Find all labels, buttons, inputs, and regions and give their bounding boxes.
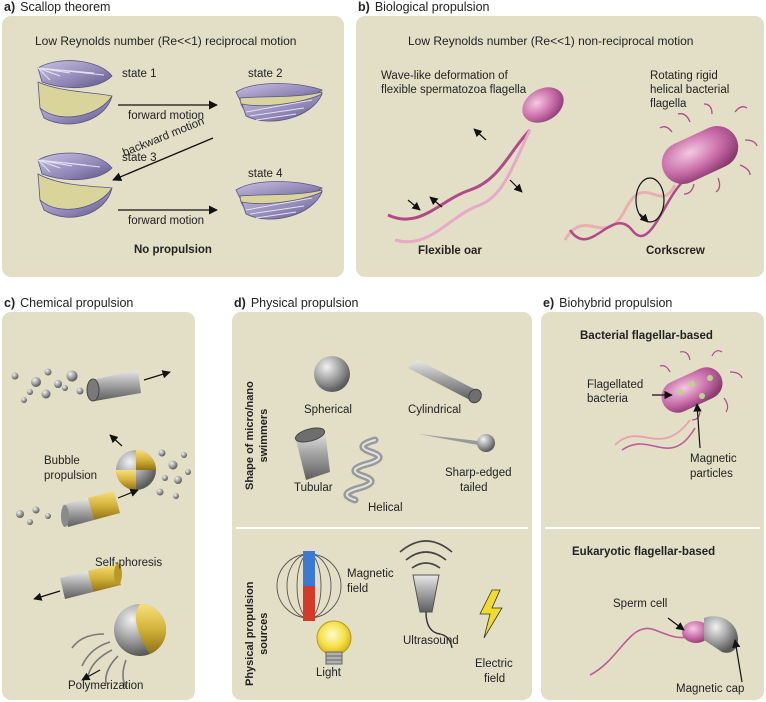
label-polymerization: Polymerization xyxy=(68,680,144,692)
label-electric-line-1: Electric xyxy=(475,658,513,670)
label-state-4: state 4 xyxy=(248,168,283,180)
cylindrical-swimmer xyxy=(408,360,482,404)
shell-state-2 xyxy=(235,83,323,122)
label-flagellated-line-1: Flagellated xyxy=(587,379,644,391)
spherical-swimmer xyxy=(314,356,350,392)
label-bubble-line-2: propulsion xyxy=(44,470,98,482)
gold-rod-motor xyxy=(61,491,120,527)
panel-b-letter: b) xyxy=(358,0,370,14)
panel-d-background xyxy=(232,312,532,700)
panel-c-header: c) Chemical propulsion xyxy=(4,296,133,310)
axis-sources-line-1: Physical propulsion xyxy=(244,581,256,686)
axis-shape-label: Shape of micro/nano swimmers xyxy=(244,381,272,490)
label-magnetic-particles-line-2: particles xyxy=(690,468,733,480)
label-rotating-line-1: Rotating rigid xyxy=(650,70,718,82)
panel-a-background xyxy=(2,16,344,277)
label-state-3: state 3 xyxy=(122,152,157,164)
arrow-backward xyxy=(112,137,214,182)
panel-d-title: Physical propulsion xyxy=(250,296,359,310)
label-magnetic-particles-line-1: Magnetic xyxy=(690,453,737,465)
label-state-1: state 1 xyxy=(122,68,157,80)
shell-state-3 xyxy=(37,152,113,218)
janus-sphere xyxy=(116,450,156,490)
magnet-field-source xyxy=(276,551,342,621)
tubular-microengine xyxy=(86,370,141,402)
label-state-2: state 2 xyxy=(248,68,283,80)
bacterium-with-particles xyxy=(614,350,743,451)
bubbles-lower xyxy=(16,506,51,525)
axis-sources-line-2: sources xyxy=(257,612,270,655)
bubbles-middle xyxy=(156,449,191,499)
panel-e-letter: e) xyxy=(543,296,555,310)
axis-shape-line-2: swimmers xyxy=(257,408,270,463)
axis-shape-line-1: Shape of micro/nano xyxy=(244,381,256,490)
panel-e-title: Biohybrid propulsion xyxy=(559,296,673,310)
panel-d-letter: d) xyxy=(234,296,246,310)
shell-state-1 xyxy=(37,60,113,125)
label-tubular: Tubular xyxy=(294,482,333,494)
lightning-bolt-icon xyxy=(479,589,503,639)
sharp-edged-swimmer xyxy=(418,434,495,452)
spermatozoa-illustration xyxy=(387,87,564,244)
panel-a-subtitle: Low Reynolds number (Re<<1) reciprocal m… xyxy=(35,34,297,48)
label-forward-motion-1: forward motion xyxy=(128,110,205,122)
label-no-propulsion: No propulsion xyxy=(134,244,212,256)
label-rotating-line-3: flagella xyxy=(650,98,687,110)
label-magnetic-cap: Magnetic cap xyxy=(676,683,745,695)
panel-b-header: b) Biological propulsion xyxy=(358,0,489,14)
label-cylindrical: Cylindrical xyxy=(408,404,462,416)
label-light: Light xyxy=(316,667,341,679)
label-forward-motion-2: forward motion xyxy=(128,215,205,227)
label-sharp-edged-line-1: Sharp-edged xyxy=(445,467,512,479)
shell-state-4 xyxy=(235,181,323,220)
label-bacterial-flagellar-based: Bacterial flagellar-based xyxy=(580,330,713,342)
label-rotating-line-2: helical bacterial xyxy=(650,84,730,96)
label-wave-line-2: flexible spermatozoa flagella xyxy=(381,84,527,96)
label-magnetic-line-2: field xyxy=(347,583,369,595)
label-bubble-line-1: Bubble xyxy=(44,455,80,467)
label-sharp-edged-line-2: tailed xyxy=(460,482,488,494)
label-sperm-cell: Sperm cell xyxy=(613,598,668,610)
bacterium-helical-illustration xyxy=(563,103,758,241)
panel-b-title: Biological propulsion xyxy=(374,0,490,14)
label-helical: Helical xyxy=(368,502,403,514)
label-wave-line-1: Wave-like deformation of xyxy=(381,70,508,82)
panel-d-header: d) Physical propulsion xyxy=(234,296,359,310)
panel-a-header: a) Scallop theorem xyxy=(4,0,110,14)
tubular-swimmer xyxy=(294,427,330,480)
lightbulb-source xyxy=(316,620,352,665)
label-spherical: Spherical xyxy=(304,404,352,416)
panel-a-title: Scallop theorem xyxy=(20,0,111,14)
label-self-phoresis: Self-phoresis xyxy=(95,557,163,569)
self-phoresis-rod xyxy=(60,563,122,599)
panel-c-letter: c) xyxy=(4,296,16,310)
panel-a-letter: a) xyxy=(4,0,16,14)
label-magnetic-line-1: Magnetic xyxy=(347,568,394,580)
label-ultrasound: Ultrasound xyxy=(403,635,459,647)
label-eukaryotic-flagellar-based: Eukaryotic flagellar-based xyxy=(572,546,716,558)
panel-c-title: Chemical propulsion xyxy=(20,296,134,310)
panel-e-header: e) Biohybrid propulsion xyxy=(543,296,672,310)
sperm-with-cap xyxy=(589,616,738,676)
label-corkscrew: Corkscrew xyxy=(646,245,705,257)
panel-b-subtitle: Low Reynolds number (Re<<1) non-reciproc… xyxy=(408,34,694,48)
ultrasound-source xyxy=(399,540,453,649)
helical-swimmer xyxy=(343,436,383,504)
axis-sources-label: Physical propulsion sources xyxy=(244,581,272,686)
label-flagellated-line-2: bacteria xyxy=(587,393,628,405)
label-electric-line-2: field xyxy=(484,673,506,685)
label-flexible-oar: Flexible oar xyxy=(418,245,482,257)
bubbles-top xyxy=(11,368,84,403)
polymerization-janus xyxy=(71,604,166,689)
